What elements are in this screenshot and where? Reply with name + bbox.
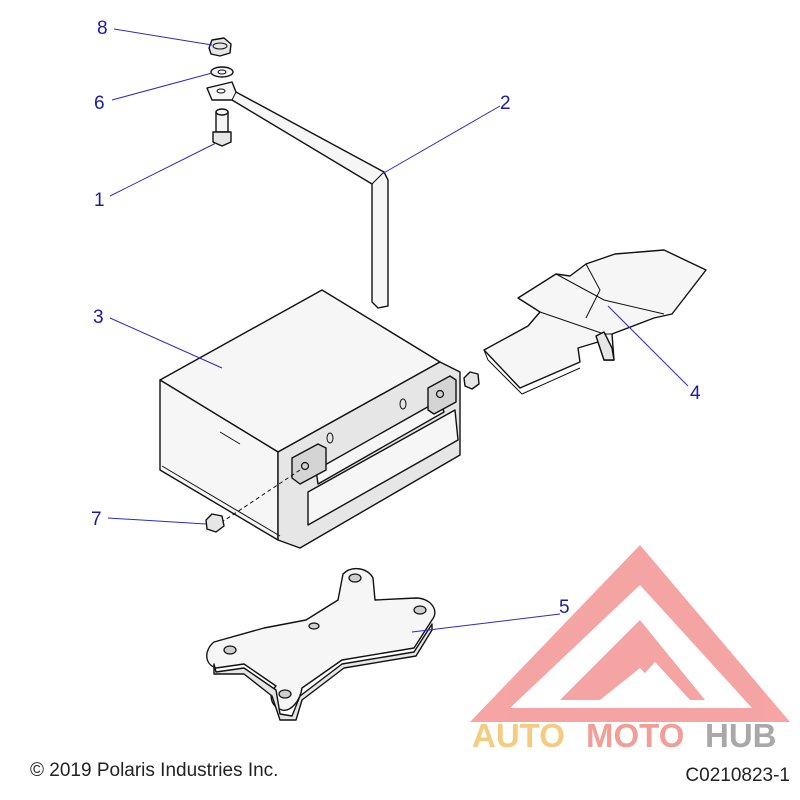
callout-1: 1 [94, 190, 105, 211]
figure-code: C0210823-1 [685, 765, 790, 786]
part-6-washer [210, 66, 234, 78]
callout-3: 3 [93, 307, 104, 328]
callout-8: 8 [97, 18, 108, 39]
part-5-tray [206, 567, 436, 721]
callout-5: 5 [559, 597, 570, 618]
automotohub-logo [470, 545, 790, 722]
callout-numbers: 8 6 1 2 3 4 7 5 [91, 18, 701, 618]
callout-7: 7 [91, 509, 102, 530]
callout-4: 4 [690, 383, 701, 404]
leader-lines [107, 28, 689, 633]
leader-6 [111, 72, 213, 101]
copyright-notice: © 2019 Polaris Industries Inc. [30, 760, 279, 781]
leader-7 [107, 517, 207, 525]
leader-4 [607, 305, 689, 387]
callout-2: 2 [500, 93, 511, 114]
logo-triangle-hook [620, 662, 690, 700]
logo-text-hub: HUB [705, 717, 777, 754]
part-2-strap [206, 81, 389, 309]
leader-5 [411, 613, 561, 633]
leader-1 [109, 142, 217, 197]
part-3-battery [159, 289, 461, 549]
leader-3 [109, 317, 223, 369]
part-1-bolt [212, 108, 232, 147]
part-4-cover [483, 249, 707, 395]
part-7-nut [205, 371, 480, 533]
logo-text-auto: AUTO [472, 717, 565, 754]
callout-6: 6 [94, 93, 105, 114]
leader-2 [381, 105, 501, 175]
logo-text-moto: MOTO [586, 717, 684, 754]
leader-8 [113, 28, 213, 46]
part-8-nut [208, 37, 232, 57]
